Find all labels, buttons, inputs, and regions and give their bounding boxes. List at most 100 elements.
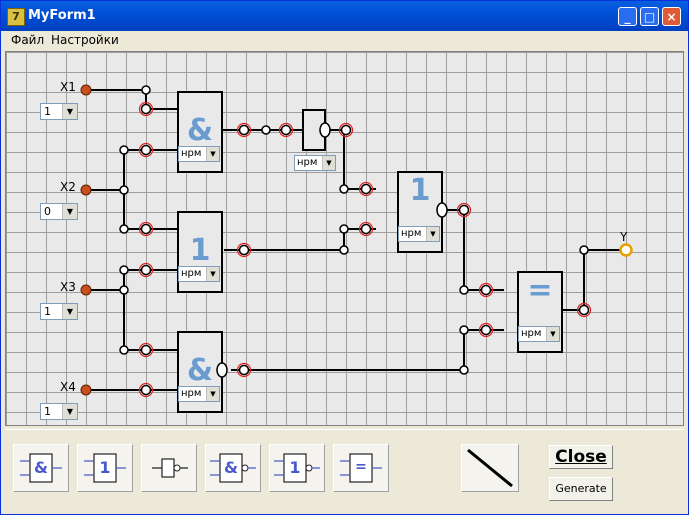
input-value-select-x3[interactable]: 1 ▼ — [40, 303, 78, 320]
gate-bodies — [177, 91, 563, 413]
selected-value: 1 — [44, 305, 51, 318]
close-window-button[interactable]: × — [662, 7, 681, 26]
input-label-x4: X4 — [60, 380, 76, 394]
gate-output-pin[interactable] — [238, 364, 250, 376]
or-gate-icon: 1 — [84, 453, 126, 483]
dropdown-arrow-icon[interactable]: ▼ — [206, 387, 219, 401]
generate-button[interactable]: Generate — [549, 477, 613, 501]
gate-symbol: & — [187, 113, 213, 148]
menu-bar: Файл Настройки — [1, 31, 688, 49]
gate-output-pin[interactable] — [578, 304, 590, 316]
input-pin-x4[interactable] — [80, 384, 92, 396]
input-value-select-x1[interactable]: 1 ▼ — [40, 103, 78, 120]
pin-ring — [338, 122, 354, 138]
gate-mode-value: нрм — [181, 148, 202, 159]
gate-mode-select[interactable]: нрм ▼ — [294, 155, 336, 171]
gate-output-pin[interactable] — [340, 124, 352, 136]
svg-text:&: & — [224, 458, 238, 477]
gate-mode-select[interactable]: нрм ▼ — [178, 146, 220, 162]
tool-nor-button[interactable]: 1 — [269, 444, 325, 492]
maximize-button[interactable]: □ — [640, 7, 659, 26]
circuit-canvas[interactable]: & 1 & 1 = X1 X2 X3 X4 Y 1 ▼ 0 ▼ 1 ▼ 1 ▼ — [5, 51, 684, 426]
selected-value: 0 — [44, 205, 51, 218]
svg-text:1: 1 — [289, 458, 300, 477]
gate-mode-value: нрм — [181, 268, 202, 279]
tool-equivalence-button[interactable]: = — [333, 444, 389, 492]
close-button[interactable]: Close — [549, 445, 613, 469]
gate-output-pin[interactable] — [238, 244, 250, 256]
gate-input-pin[interactable] — [360, 223, 372, 235]
gate-mode-value: нрм — [181, 388, 202, 399]
title-bar[interactable]: 7 MyForm1 _ □ × — [1, 1, 688, 31]
gate-toolbar: & 1 & — [5, 429, 684, 511]
gate-symbol: & — [187, 353, 213, 388]
gate-input-pin[interactable] — [140, 264, 152, 276]
junction-dot — [119, 265, 129, 275]
menu-file[interactable]: Файл — [11, 33, 45, 47]
dropdown-arrow-icon[interactable]: ▼ — [62, 404, 77, 419]
junction-dot — [119, 185, 129, 195]
pin-ring — [456, 202, 472, 218]
dropdown-arrow-icon[interactable]: ▼ — [62, 204, 77, 219]
menu-settings[interactable]: Настройки — [51, 33, 119, 47]
tool-or-button[interactable]: 1 — [77, 444, 133, 492]
dropdown-arrow-icon[interactable]: ▼ — [546, 327, 559, 341]
gate-input-pin[interactable] — [140, 344, 152, 356]
gate-input-pin[interactable] — [140, 384, 152, 396]
input-value-select-x4[interactable]: 1 ▼ — [40, 403, 78, 420]
dropdown-arrow-icon[interactable]: ▼ — [322, 156, 335, 170]
dropdown-arrow-icon[interactable]: ▼ — [62, 104, 77, 119]
output-label-y: Y — [620, 230, 628, 244]
gate-mode-select[interactable]: нрм ▼ — [178, 386, 220, 402]
window-title: MyForm1 — [28, 8, 96, 23]
gate-mode-value: нрм — [521, 328, 542, 339]
wire — [231, 329, 504, 371]
dropdown-arrow-icon[interactable]: ▼ — [426, 227, 439, 241]
junction-dot — [339, 245, 349, 255]
gate-mode-select[interactable]: нрм ▼ — [178, 266, 220, 282]
tool-nand-button[interactable]: & — [205, 444, 261, 492]
tool-and-button[interactable]: & — [13, 444, 69, 492]
pin-highlight-rings — [138, 101, 592, 398]
gate-input-pin[interactable] — [280, 124, 292, 136]
dropdown-arrow-icon[interactable]: ▼ — [62, 304, 77, 319]
input-label-x3: X3 — [60, 280, 76, 294]
pin-ring — [236, 362, 252, 378]
gate-input-pin[interactable] — [480, 324, 492, 336]
pin-ring — [236, 242, 252, 258]
gate-mode-select[interactable]: нрм ▼ — [518, 326, 560, 342]
selected-value: 1 — [44, 105, 51, 118]
gate-output-pin[interactable] — [238, 124, 250, 136]
gate-input-pin[interactable] — [140, 144, 152, 156]
dropdown-arrow-icon[interactable]: ▼ — [206, 147, 219, 161]
input-pin-x1[interactable] — [80, 84, 92, 96]
gate-pins — [140, 103, 590, 396]
gate-input-pin[interactable] — [480, 284, 492, 296]
gate-symbol: 1 — [410, 173, 431, 208]
pin-ring — [576, 302, 592, 318]
dropdown-arrow-icon[interactable]: ▼ — [206, 267, 219, 281]
input-label-x2: X2 — [60, 180, 76, 194]
not-gate-icon — [152, 458, 188, 478]
output-pin-y[interactable] — [619, 243, 633, 257]
wire-tool-button[interactable] — [461, 444, 519, 492]
tool-not-button[interactable] — [141, 444, 197, 492]
pin-ring — [358, 181, 374, 197]
input-value-select-x2[interactable]: 0 ▼ — [40, 203, 78, 220]
gate-input-pin[interactable] — [140, 223, 152, 235]
gate-symbol: = — [527, 273, 552, 308]
input-pin-x2[interactable] — [80, 184, 92, 196]
minimize-button[interactable]: _ — [618, 7, 637, 26]
junction-dot — [459, 365, 469, 375]
gate-input-pin[interactable] — [360, 183, 372, 195]
svg-text:&: & — [34, 458, 48, 477]
input-pins — [80, 84, 92, 396]
input-pin-x3[interactable] — [80, 284, 92, 296]
gate-mode-value: нрм — [401, 228, 422, 239]
gate-input-pin[interactable] — [140, 103, 152, 115]
gate-mode-select[interactable]: нрм ▼ — [398, 226, 440, 242]
gate-symbol: 1 — [190, 233, 211, 268]
pin-ring — [278, 122, 294, 138]
gate-output-pin[interactable] — [458, 204, 470, 216]
